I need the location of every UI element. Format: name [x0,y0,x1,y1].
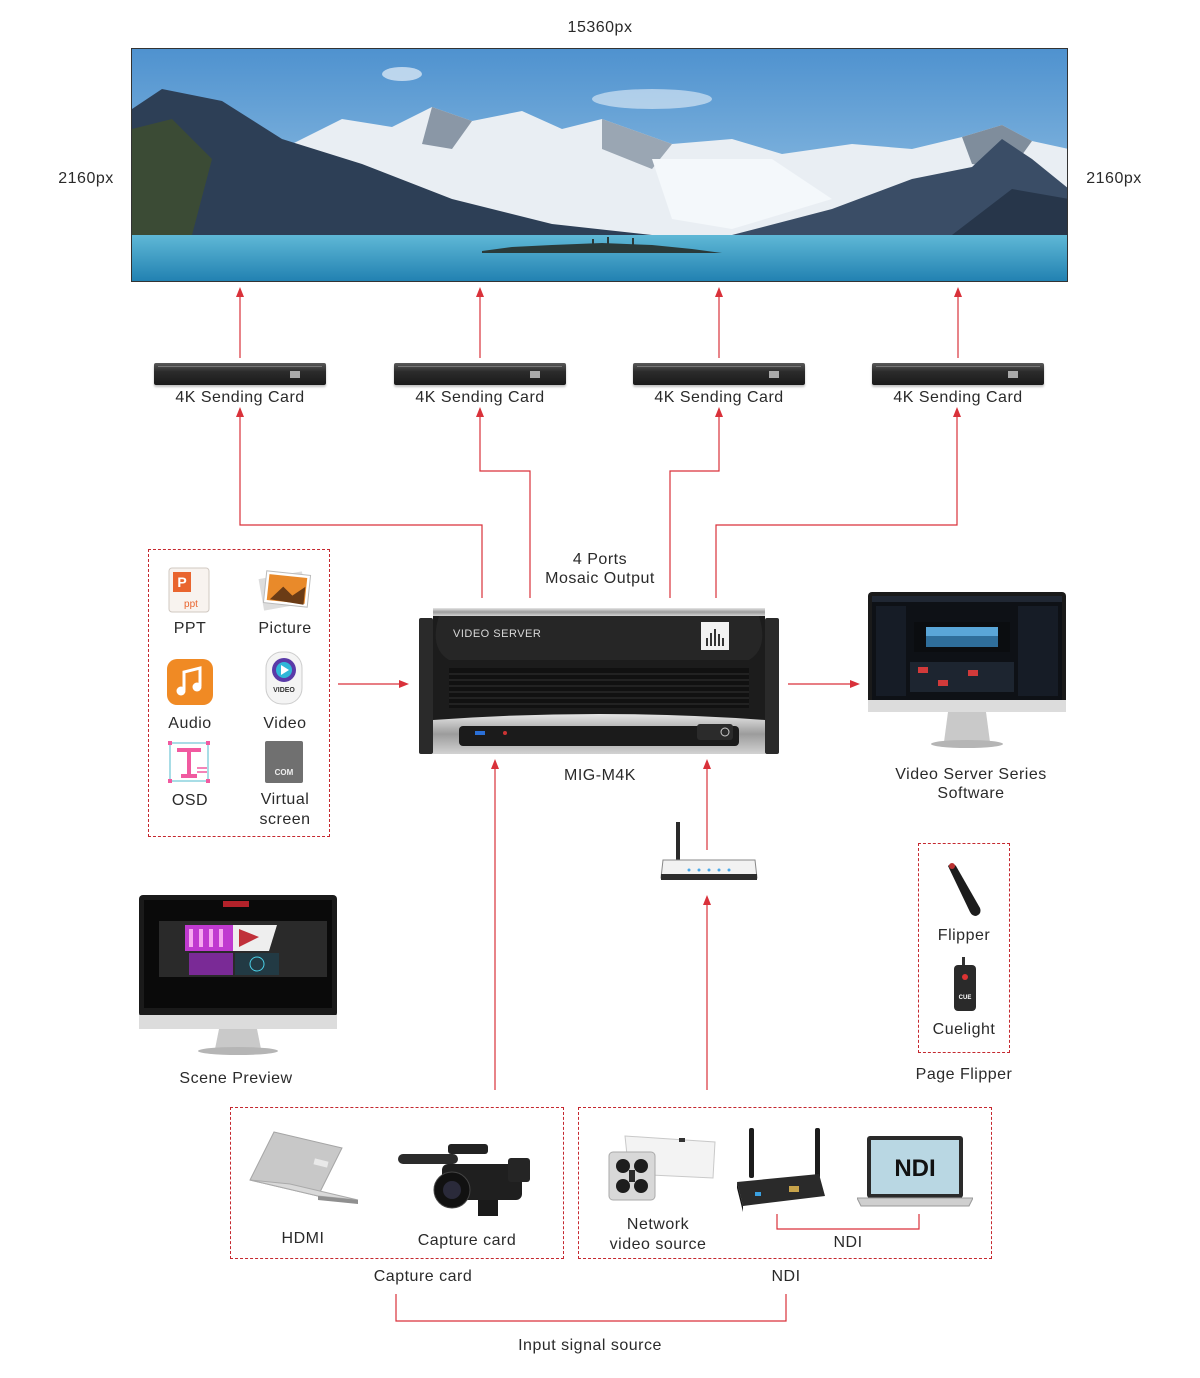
scene-preview-monitor-icon [139,895,337,1062]
media-sources-box [148,549,330,837]
sending-card-device-1 [154,363,326,385]
osd-icon [167,740,213,791]
cuelight-icon-text: CUE [959,995,972,1001]
server-model-label: MIG-M4K [564,767,636,784]
camcorder-icon [398,1140,536,1225]
ppt-icon-text: ppt [184,599,198,610]
media-label-ppt: PPT [173,620,207,637]
ndi-laptop-icon: NDI [856,1134,974,1213]
display-width-label: 15360px [567,19,633,36]
server-front-text: VIDEO SERVER [453,628,542,640]
mountain-lake-image [132,49,1067,281]
picture-icon [257,565,313,620]
network-camera-icon [605,1134,717,1209]
sending-card-label-4: 4K Sending Card [893,389,1023,406]
hdmi-label: HDMI [281,1230,325,1247]
display-height-label-right: 2160px [1086,170,1142,187]
laptop-icon [244,1130,362,1219]
audio-icon [166,658,214,711]
scene-preview-label: Scene Preview [179,1070,293,1087]
sending-card-device-3 [633,363,805,385]
flipper-icon [942,860,986,923]
ndi-sub-label: NDI [833,1234,863,1251]
media-label-video: Video [263,715,307,732]
media-label-picture: Picture [258,620,312,637]
cuelight-label: Cuelight [932,1021,996,1038]
network-source-label-line2: video source [609,1236,707,1253]
software-label-line1: Video Server Series [895,766,1047,783]
video-icon-text: VIDEO [273,687,295,694]
ndi-group-box [578,1107,992,1259]
com-icon-text: COM [275,768,294,777]
capture-group-title: Capture card [373,1268,473,1285]
page-flipper-title: Page Flipper [915,1066,1013,1083]
network-source-label-line1: Network [626,1216,690,1233]
router-icon [659,822,759,889]
sending-card-device-2 [394,363,566,385]
sending-card-label-1: 4K Sending Card [175,389,305,406]
cuelight-icon: CUE [950,957,980,1020]
svg-text:P: P [177,574,186,590]
media-label-audio: Audio [168,715,212,732]
ppt-icon: P ppt [167,567,213,618]
page-flipper-box [918,843,1010,1053]
sending-card-device-4 [872,363,1044,385]
video-icon: VIDEO [264,650,304,711]
software-label-line2: Software [937,785,1005,802]
output-label-line2: Mosaic Output [545,570,655,587]
capture-card-item-label: Capture card [417,1232,517,1249]
software-monitor-icon [868,592,1066,759]
ndi-screen-text: NDI [894,1155,935,1182]
virtual-screen-icon: COM [264,740,304,789]
ndi-encoder-icon [735,1126,827,1219]
output-label-line1: 4 Ports [572,551,628,568]
sending-card-label-3: 4K Sending Card [654,389,784,406]
ndi-group-title: NDI [771,1268,801,1285]
capture-group-box [230,1107,564,1259]
media-label-osd: OSD [171,792,209,809]
led-display-panorama [131,48,1068,282]
sending-card-label-2: 4K Sending Card [415,389,545,406]
flipper-label: Flipper [937,927,991,944]
video-server-device: VIDEO SERVER [419,608,779,754]
media-label-virtual-screen: Virtual screen [259,791,311,828]
input-signal-source-label: Input signal source [518,1337,662,1354]
display-height-label-left: 2160px [58,170,114,187]
